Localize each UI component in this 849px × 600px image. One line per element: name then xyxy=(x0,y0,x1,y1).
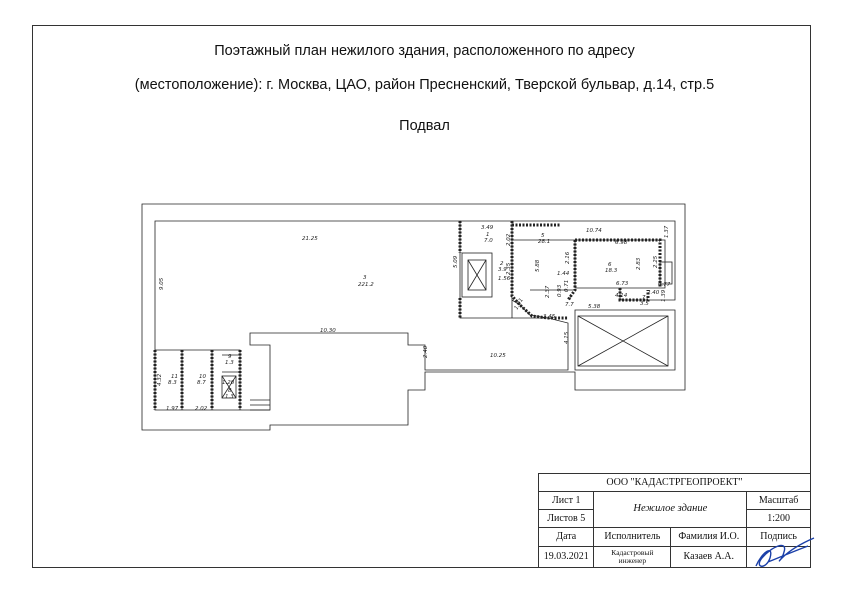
dim-label: 1.97 xyxy=(166,406,179,412)
dim-label: 2.25 xyxy=(653,255,659,268)
dim-label: 3.45 xyxy=(543,314,556,320)
dim-label: 10.74 xyxy=(586,228,602,234)
dim-label: 1.20 xyxy=(222,380,235,386)
signature xyxy=(755,537,815,567)
name-label: Фамилия И.О. xyxy=(670,526,748,547)
dim-label: 5.09 xyxy=(453,255,459,268)
dim-label: 1.56 xyxy=(498,276,511,282)
dim-label: 5.88 xyxy=(535,259,541,272)
room-area: 8.7 xyxy=(197,380,206,386)
sheet-number: Лист 1 xyxy=(537,490,595,510)
room-number: 7 xyxy=(642,295,646,301)
title-block: ООО "КАДАСТРГЕОПРОЕКТ" Лист 1 Нежилое зд… xyxy=(537,473,811,569)
sheet-count: Листов 5 xyxy=(537,508,595,528)
date-value: 19.03.2021 xyxy=(537,545,595,569)
stair-room xyxy=(574,309,676,371)
name-value: Казаев А.А. xyxy=(670,545,748,569)
dim-label: 2.40 xyxy=(647,290,660,296)
dim-label: 2.40 xyxy=(423,345,429,358)
date-label: Дата xyxy=(537,526,595,547)
dim-label: 1.39 xyxy=(661,289,667,302)
room-area: 221.2 xyxy=(358,282,374,288)
dim-label: 1.44 xyxy=(557,271,570,277)
dim-label: 6.98 xyxy=(615,240,628,246)
title-line-1: Поэтажный план нежилого здания, располож… xyxy=(214,43,635,59)
room-area: 3.5 xyxy=(640,301,649,307)
room-number: 5 xyxy=(541,233,545,239)
room-area: 8.3 xyxy=(168,380,177,386)
role-line-2: инженер xyxy=(618,555,647,565)
room-number: 3 xyxy=(363,275,367,281)
dim-label: 2.35 xyxy=(506,262,512,275)
dim-label: 2.83 xyxy=(636,257,642,270)
dim-label: 1.37 xyxy=(664,225,670,238)
dim-label: 10.30 xyxy=(320,328,336,334)
room-number: 6 xyxy=(608,262,612,268)
dim-label: 6.73 xyxy=(616,281,629,287)
role-line-1: Кадастровый xyxy=(611,547,654,557)
dim-label: 2.02 xyxy=(195,406,208,412)
room-number: 8 xyxy=(228,388,232,394)
scale-label: Масштаб xyxy=(746,490,811,510)
shaft-box xyxy=(461,252,493,298)
dim-label: 2.37 xyxy=(545,285,551,298)
room-number: 2 xyxy=(500,261,504,267)
dim-label: 1.01 xyxy=(514,297,525,311)
room-area: 7.0 xyxy=(484,238,493,244)
inner-wall xyxy=(154,220,569,411)
room-area: 28.1 xyxy=(538,239,550,245)
room-number: 11 xyxy=(171,374,178,380)
room-number: 1 xyxy=(486,232,490,238)
dim-label: 2.16 xyxy=(565,251,571,264)
room6-wall xyxy=(575,239,666,289)
dim-label: 2.02 xyxy=(506,233,512,246)
dim-label: 21.25 xyxy=(302,236,318,242)
company-name: ООО "КАДАСТРГЕОПРОЕКТ" xyxy=(538,473,811,492)
room-area: 7.7 xyxy=(565,302,574,308)
stair-box xyxy=(577,315,669,367)
dim-label: 9.05 xyxy=(159,277,165,290)
dim-label: 0.93 xyxy=(557,284,563,297)
room-area: 1.3 xyxy=(225,360,234,366)
scale-value: 1:200 xyxy=(746,508,811,528)
dim-label: 0.77 xyxy=(658,282,671,288)
drawing-frame xyxy=(32,25,811,568)
dim-label: 10.25 xyxy=(490,353,506,359)
dim-label: 3.49 xyxy=(481,225,494,231)
performer-label: Исполнитель xyxy=(593,526,672,547)
dim-label: 4.32 xyxy=(157,373,163,386)
dim-label: 0.71 xyxy=(564,280,570,292)
outer-wall xyxy=(141,203,686,431)
object-name: Нежилое здание xyxy=(593,490,748,528)
title-line-2: (местоположение): г. Москва, ЦАО, район … xyxy=(134,77,715,93)
dim-label: 4.15 xyxy=(564,331,570,344)
room-number: 9 xyxy=(228,354,232,360)
dim-label: 4.14 xyxy=(615,293,628,299)
room-area: 18.3 xyxy=(605,268,618,274)
room-number: 10 xyxy=(199,374,206,380)
dim-label: 5.38 xyxy=(588,304,601,310)
room-area: 1.3 xyxy=(225,394,234,400)
performer-role: Кадастровый инженер xyxy=(593,545,672,569)
floor-title: Подвал xyxy=(399,118,450,134)
stair-cross xyxy=(577,315,669,367)
room-number: 4 xyxy=(568,296,572,302)
room-area: 3.9 xyxy=(498,267,507,273)
